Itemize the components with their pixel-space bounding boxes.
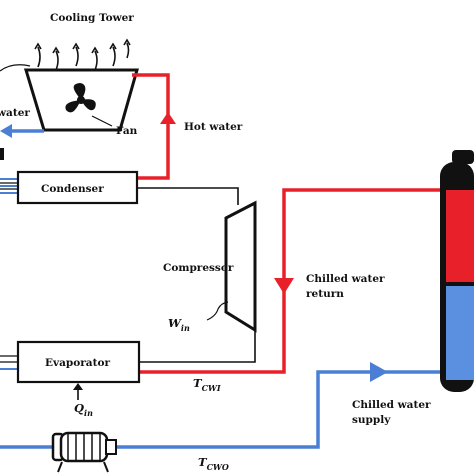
evaporator-box: [16, 340, 141, 384]
condenser-inlet-lines: [0, 178, 20, 194]
chilled-water-return-label: Chilled water return: [306, 273, 388, 300]
left-marker: [0, 148, 4, 160]
exhaust-arrows: [34, 38, 131, 71]
flow-arrow-icon: [274, 278, 294, 294]
fan-label: Fan: [116, 125, 138, 137]
hot-water-line: [132, 73, 170, 180]
q-in-arrow: [73, 383, 83, 400]
refrigerant-loop: [137, 187, 256, 363]
tank-cold-section: [446, 286, 474, 380]
chilled-water-supply-line2: supply: [352, 414, 391, 426]
compressor-label: Compressor: [163, 262, 234, 274]
pump-icon: [51, 431, 117, 473]
flow-arrow-icon: [0, 124, 12, 138]
chilled-water-supply-line1: Chilled water: [352, 399, 431, 411]
t-cwo-subscript: CWO: [207, 462, 229, 472]
chilled-water-return-line2: return: [306, 288, 344, 300]
compressor-body: [224, 200, 257, 333]
cooling-tower-label: Cooling Tower: [50, 12, 134, 24]
q-in-subscript: in: [84, 408, 93, 418]
chilled-water-supply-label: Chilled water supply: [352, 399, 434, 426]
hot-water-loop: [132, 73, 176, 180]
storage-tank: [440, 150, 474, 392]
cooling-tower: [0, 38, 139, 132]
tower-inlet-line: [0, 64, 31, 72]
water-label: water: [0, 107, 30, 119]
tank-cap: [452, 150, 474, 164]
evaporator-label: Evaporator: [45, 357, 110, 369]
condenser-box: [16, 170, 139, 205]
tower-return-line: [0, 124, 44, 138]
condenser-label: Condenser: [41, 183, 104, 195]
t-cwi-symbol: T: [193, 376, 203, 390]
q-in-label: Qin: [74, 401, 93, 418]
chilled-water-return-line1: Chilled water: [306, 273, 385, 285]
flow-arrow-icon: [160, 112, 176, 124]
fan-icon: [65, 83, 96, 113]
fan-pointer-line: [91, 115, 113, 127]
q-in-symbol: Q: [74, 401, 84, 415]
t-cwi-label: TCWI: [193, 376, 221, 393]
condenser: [0, 170, 139, 205]
tank-hot-section: [446, 190, 474, 282]
w-in-label: Win: [168, 316, 190, 333]
w-in-pointer: [206, 301, 229, 321]
hot-water-label: Hot water: [184, 121, 243, 133]
t-cwo-symbol: T: [198, 455, 208, 469]
chilled-water-return-loop: [139, 188, 444, 374]
chilled-water-supply-loop: [0, 362, 444, 449]
evaporator: [0, 340, 141, 384]
w-in-symbol: W: [168, 316, 182, 330]
flow-arrow-icon: [370, 362, 388, 382]
t-cwo-label: TCWO: [198, 455, 229, 472]
t-cwi-subscript: CWI: [202, 383, 221, 393]
w-in-subscript: in: [181, 323, 190, 333]
